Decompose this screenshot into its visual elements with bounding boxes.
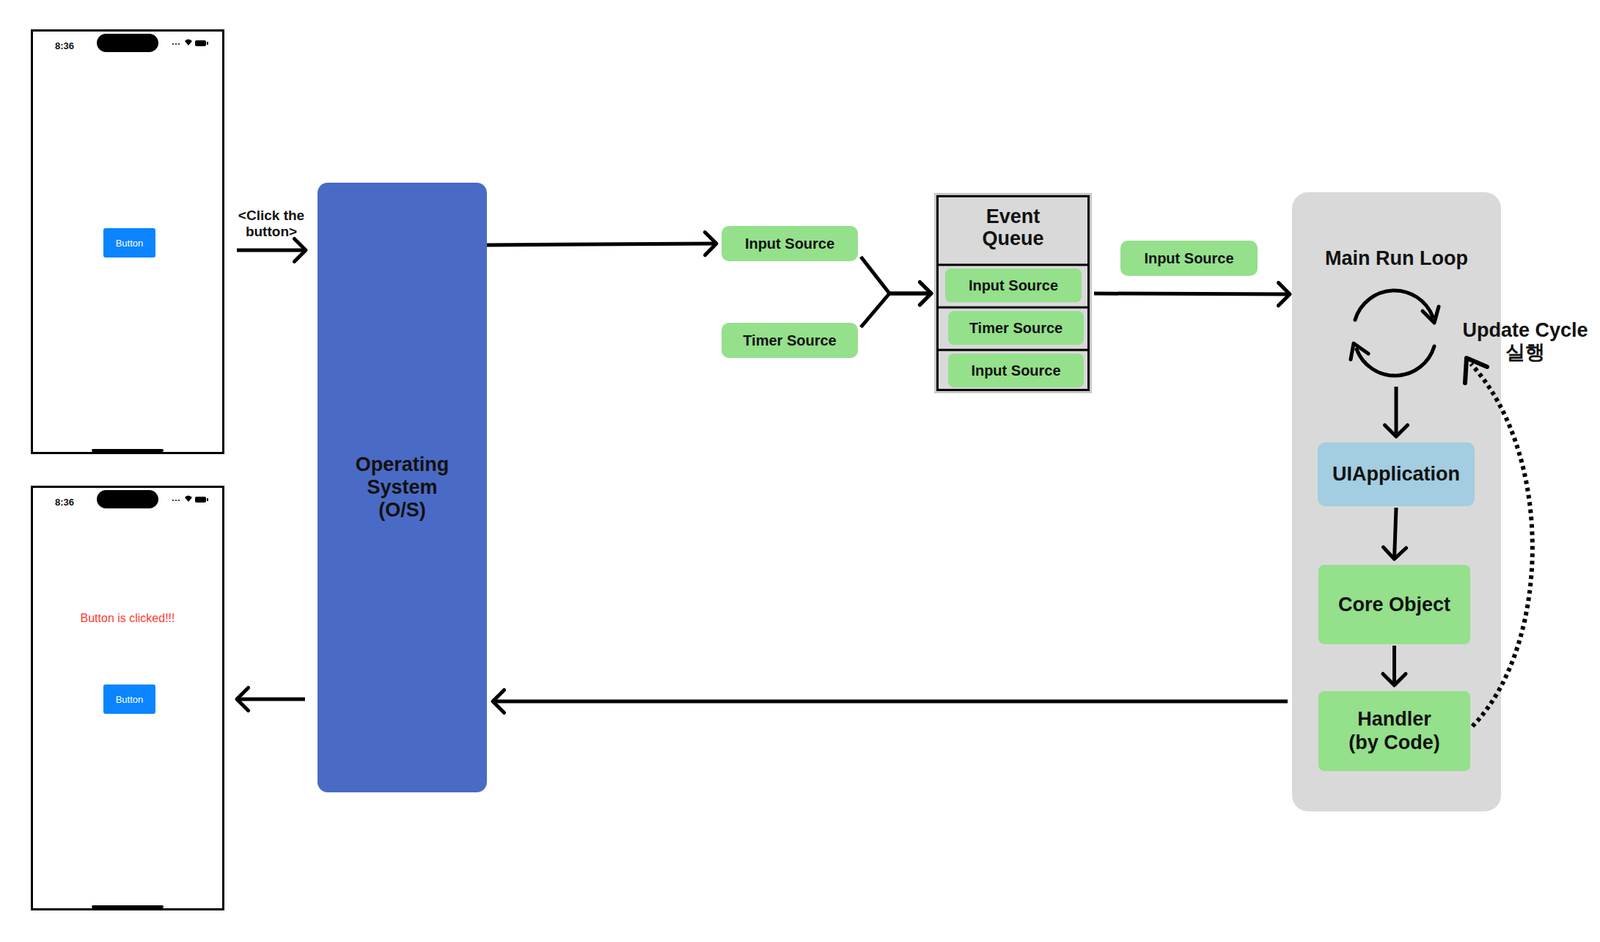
phone-frame: 8:36Button is clicked!!! Button — [30, 485, 225, 910]
connector — [860, 256, 932, 306]
connector — [486, 232, 717, 256]
arrow-head — [492, 689, 505, 713]
node-label: Input Source — [970, 362, 1061, 380]
arrow-head — [1383, 547, 1407, 559]
connector-line — [860, 256, 932, 294]
event-queue: Event QueueInput SourceTimer SourceInput… — [936, 195, 1090, 391]
connector-line — [236, 248, 306, 253]
node-label: Input Source — [745, 235, 835, 253]
phone-button: Button — [103, 228, 156, 258]
home-indicator — [91, 904, 164, 908]
source-pill: Input Source — [721, 225, 858, 262]
connector-line — [1392, 645, 1397, 685]
node-body: Button is clicked!!! — [32, 610, 223, 626]
node-label: Timer Source — [742, 332, 836, 350]
edge-label: <Click the button> — [227, 207, 316, 240]
status-icons — [172, 39, 209, 47]
connector-line — [1394, 507, 1397, 559]
dynamic-island — [96, 489, 159, 509]
arrow-head — [1278, 282, 1290, 306]
process-box: Handler (by Code) — [1318, 690, 1471, 771]
node-label: UIApplication — [1332, 462, 1460, 486]
connector — [492, 689, 1288, 713]
connector — [1382, 645, 1406, 685]
node-label: Handler (by Code) — [1343, 707, 1447, 754]
node-label: 8:36 — [54, 496, 223, 509]
connector-line — [860, 293, 932, 328]
source-pill: Timer Source — [721, 322, 858, 358]
annotation: Update Cycle 실행 — [1459, 319, 1592, 363]
arrow-head — [1382, 673, 1406, 685]
arrow-head — [294, 238, 306, 262]
connector-line — [1094, 293, 1290, 295]
node-label: Operating System (O/S) — [347, 453, 458, 522]
status-icons — [172, 495, 209, 504]
phone-button: Button — [103, 684, 156, 714]
home-indicator — [91, 448, 164, 452]
connector-line — [486, 243, 717, 245]
queue-item: Input Source — [948, 353, 1084, 388]
node-label: Timer Source — [969, 319, 1063, 337]
connector-line — [1394, 386, 1399, 437]
update-cycle-arrow — [1465, 357, 1533, 726]
node-label: Core Object — [1338, 593, 1451, 616]
cycle-icon — [1350, 290, 1439, 376]
phone-status-bar — [91, 33, 209, 908]
arrow-head — [919, 281, 932, 305]
connector — [236, 687, 306, 710]
connector-line — [492, 699, 1288, 704]
connector — [236, 238, 306, 262]
node-label: Main Run Loop — [1292, 246, 1502, 270]
node-label: Input Source — [968, 277, 1059, 295]
process-box: Core Object — [1318, 564, 1471, 644]
connector — [1383, 507, 1407, 559]
node-label: 8:36 — [54, 40, 223, 53]
source-pill: Input Source — [1120, 240, 1258, 276]
node-label: Button — [115, 237, 144, 249]
process-box: UIApplication — [1317, 442, 1475, 506]
phone-frame: 8:36Button — [30, 29, 225, 454]
arrow-head — [236, 687, 249, 710]
connector — [860, 281, 932, 328]
arrow-head — [704, 232, 717, 256]
queue-dividers — [937, 264, 1089, 350]
connector — [1384, 386, 1408, 437]
connector — [1094, 282, 1290, 306]
queue-item: Timer Source — [948, 310, 1084, 345]
node-label: Button — [115, 693, 144, 705]
connector-line — [236, 697, 306, 702]
queue-item: Input Source — [945, 268, 1082, 303]
node-label: Event Queue — [965, 206, 1062, 250]
dynamic-island — [96, 33, 159, 53]
os-box: Operating System (O/S) — [317, 182, 487, 792]
arrow-head — [919, 281, 932, 305]
arrow-head — [1384, 424, 1408, 437]
node-label: Input Source — [1143, 250, 1234, 267]
run-loop-panel: Main Run LoopUIApplicationCore ObjectHan… — [1292, 192, 1502, 811]
